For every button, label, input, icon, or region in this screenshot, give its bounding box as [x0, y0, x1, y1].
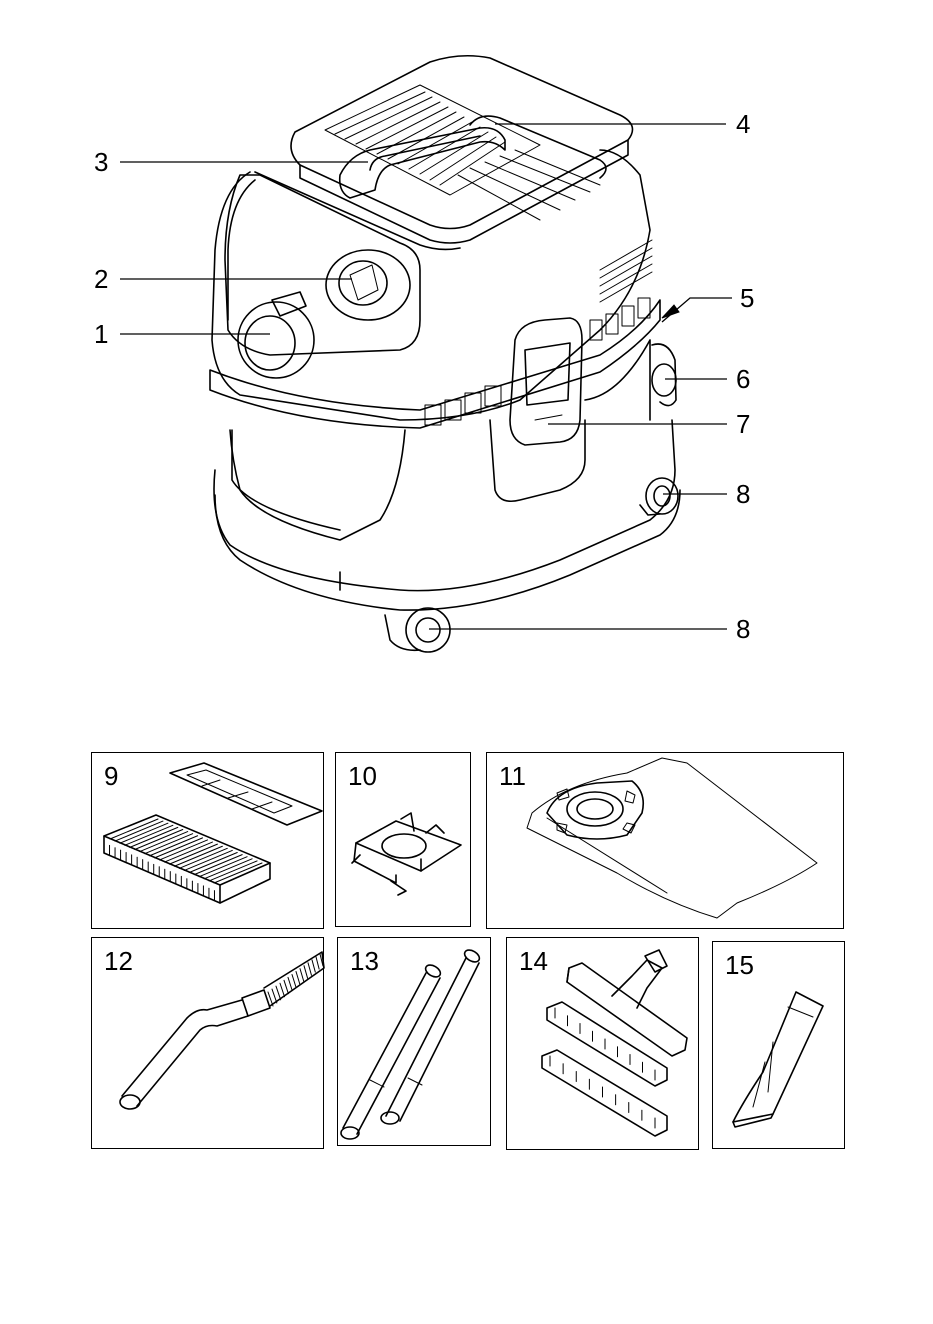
callout-3: 3	[94, 149, 108, 175]
panel-9-filters: 9	[91, 752, 324, 929]
filter-set-drawing	[92, 753, 325, 930]
bag-holder-drawing	[336, 753, 472, 928]
vacuum-cleaner-drawing	[0, 0, 933, 700]
panel-15-crevice-nozzle: 15	[712, 941, 845, 1149]
panel-12-suction-hose: 12	[91, 937, 324, 1149]
floor-nozzle-drawing	[507, 938, 700, 1151]
callout-8-front: 8	[736, 616, 750, 642]
panel-14-floor-nozzle: 14	[506, 937, 699, 1150]
callout-1: 1	[94, 321, 108, 347]
suction-tubes-drawing	[338, 938, 492, 1147]
callout-2: 2	[94, 266, 108, 292]
panel-11-filter-bag: 11	[486, 752, 844, 929]
callout-8-rear: 8	[736, 481, 750, 507]
filter-bag-drawing	[487, 753, 845, 930]
panel-10-bag-holder: 10	[335, 752, 471, 927]
callout-6: 6	[736, 366, 750, 392]
hose-handle-drawing	[92, 938, 325, 1150]
callout-7: 7	[736, 411, 750, 437]
crevice-nozzle-drawing	[713, 942, 846, 1150]
panel-13-suction-tubes: 13	[337, 937, 491, 1146]
callout-5: 5	[740, 285, 754, 311]
callout-4: 4	[736, 111, 750, 137]
